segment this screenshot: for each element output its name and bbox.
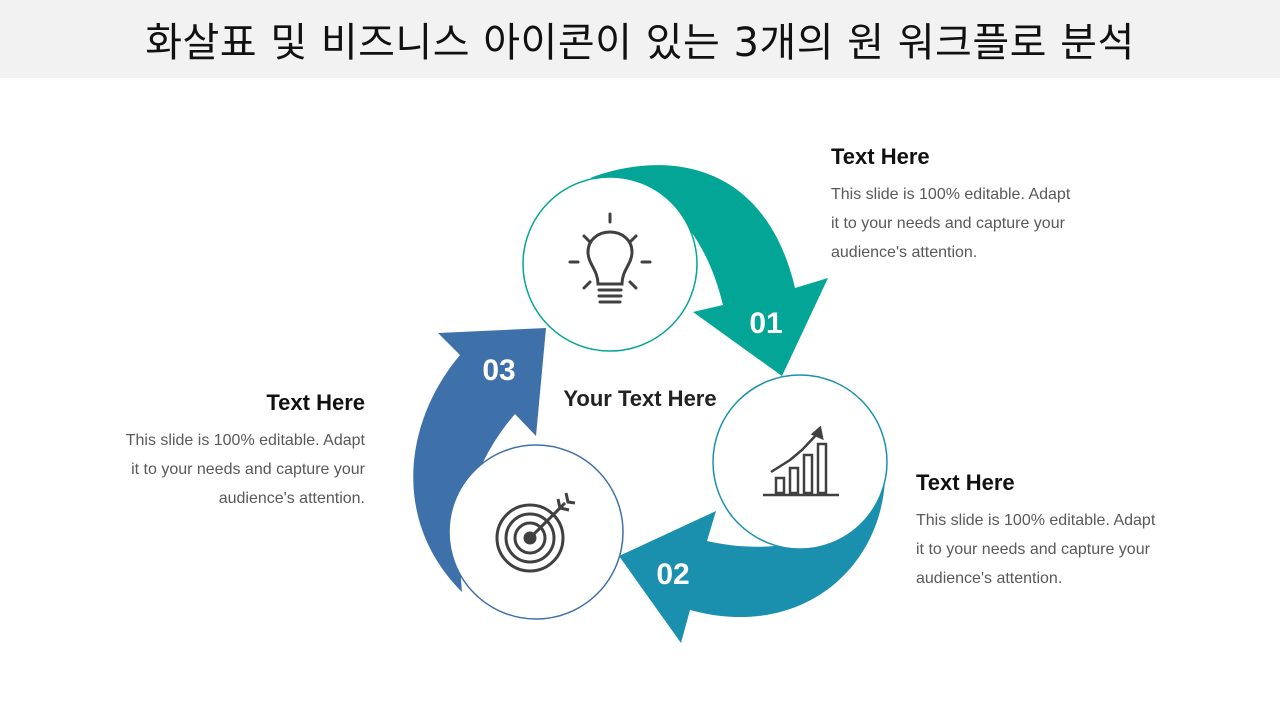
arrow-step-2 — [619, 480, 885, 643]
target-icon — [495, 492, 576, 573]
title-bar: 화살표 및 비즈니스 아이콘이 있는 3개의 원 워크플로 분석 — [0, 0, 1280, 78]
lightbulb-icon — [568, 212, 652, 304]
arrow-step-3 — [413, 328, 546, 592]
growth-chart-icon — [763, 425, 839, 497]
text-block-step-1: Text Here This slide is 100% editable. A… — [831, 144, 1081, 267]
step-1-description: This slide is 100% editable. Adapt it to… — [831, 186, 1071, 261]
circle-step-2 — [712, 374, 888, 550]
step-3-heading: Text Here — [266, 390, 365, 415]
step-number-1: 01 — [749, 307, 782, 340]
step-2-heading: Text Here — [916, 470, 1015, 495]
circle-step-1 — [522, 176, 698, 352]
arrow-step-1 — [590, 165, 828, 376]
step-3-description: This slide is 100% editable. Adapt it to… — [125, 432, 365, 507]
center-label: Your Text Here — [563, 386, 717, 411]
step-number-2: 02 — [656, 558, 689, 591]
text-block-step-3: Text Here This slide is 100% editable. A… — [115, 390, 365, 513]
text-block-step-2: Text Here This slide is 100% editable. A… — [916, 470, 1166, 593]
step-2-description: This slide is 100% editable. Adapt it to… — [916, 512, 1156, 587]
page-title: 화살표 및 비즈니스 아이콘이 있는 3개의 원 워크플로 분석 — [145, 20, 1135, 66]
step-1-heading: Text Here — [831, 144, 930, 169]
step-number-3: 03 — [482, 354, 515, 387]
